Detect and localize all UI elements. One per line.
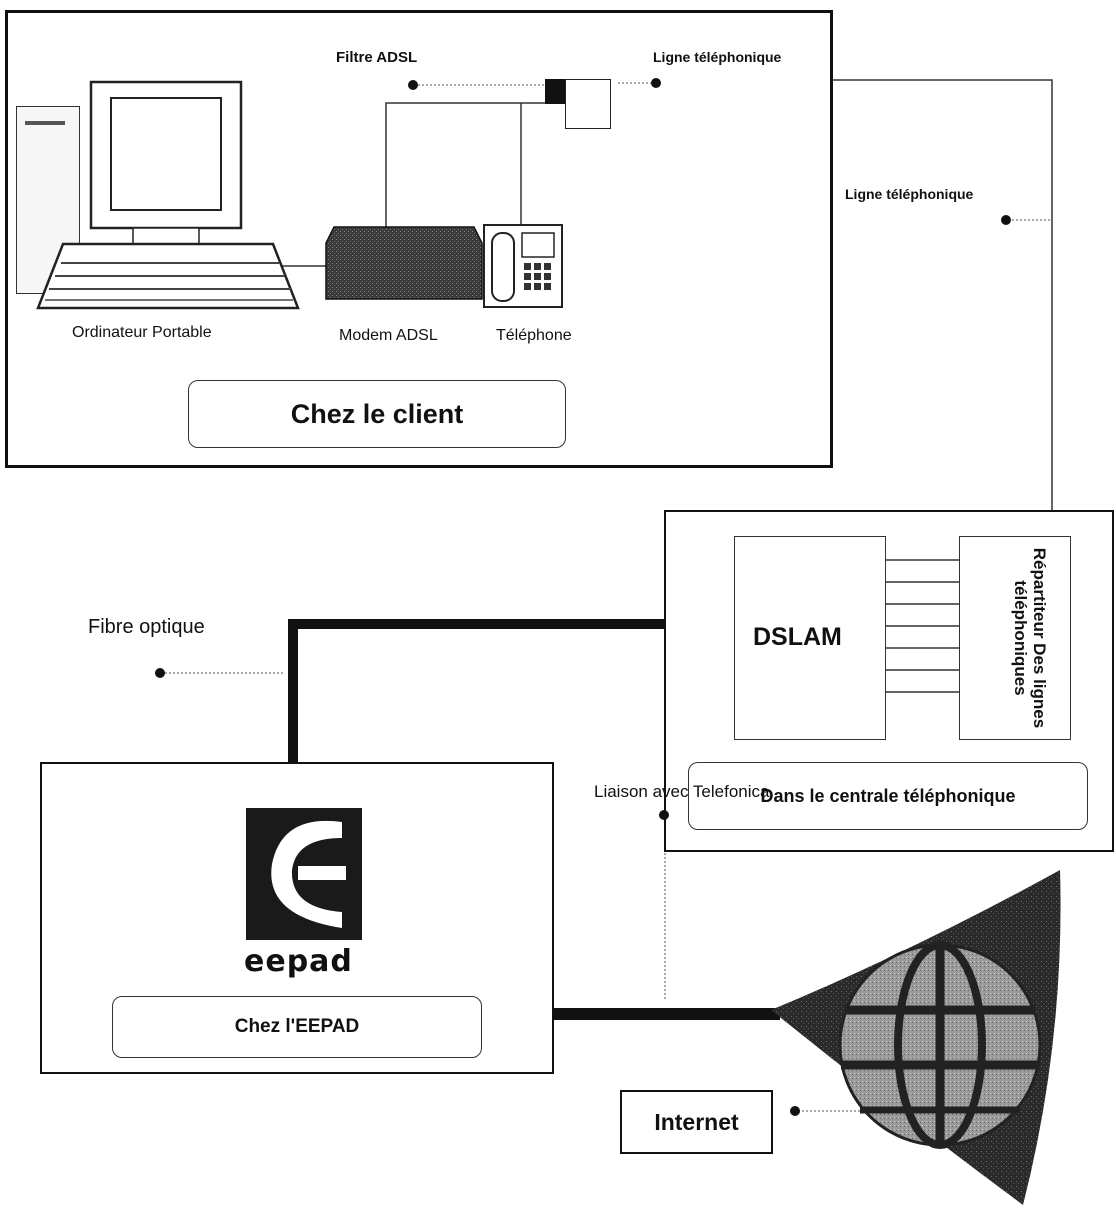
laptop-icon (36, 80, 300, 310)
line-label-right: Ligne téléphonique (845, 186, 974, 202)
filter-dot (408, 80, 418, 90)
laptop-label: Ordinateur Portable (72, 324, 212, 341)
globe-icon (771, 870, 1061, 1205)
modem-icon (325, 226, 483, 300)
eepad-box: eepad Chez l'EEPAD (40, 762, 554, 1074)
client-title: Chez le client (188, 380, 566, 448)
central-title: Dans le centrale téléphonique (688, 762, 1088, 830)
telefonica-dot (659, 810, 669, 820)
eepad-title: Chez l'EEPAD (112, 996, 482, 1058)
line-dot (651, 78, 661, 88)
client-box: Filtre ADSL Ligne téléphonique Ordinateu… (5, 10, 833, 468)
line-right-dot (1001, 215, 1011, 225)
filter-label: Filtre ADSL (336, 49, 418, 66)
adsl-filter (545, 79, 565, 104)
dslam-box: DSLAM (734, 536, 886, 740)
line-label-client: Ligne téléphonique (653, 49, 782, 65)
fibre-cable (288, 619, 734, 764)
telephone-icon (483, 224, 563, 308)
eepad-logo: eepad (242, 804, 366, 979)
internet-box: Internet (620, 1090, 773, 1154)
telefonica-label: Liaison avec Telefonica (594, 782, 770, 801)
fibre-label: Fibre optique (88, 616, 205, 638)
client-wiring (278, 82, 658, 267)
distribution-lines (886, 559, 962, 693)
internet-label: Internet (654, 1108, 739, 1135)
dslam-label: DSLAM (753, 623, 842, 651)
eepad-logo-icon (246, 808, 362, 940)
repartiteur-label: Répartiteur Des lignes téléphoniques (1011, 547, 1049, 729)
internet-dot (790, 1106, 800, 1116)
repartiteur-box: Répartiteur Des lignes téléphoniques (959, 536, 1071, 740)
phone-label: Téléphone (496, 327, 572, 344)
modem-label: Modem ADSL (339, 327, 438, 344)
eepad-logo-text: eepad (244, 944, 353, 979)
wall-socket (565, 79, 611, 129)
fibre-dot (155, 668, 165, 678)
central-box: DSLAM Répartiteur Des lignes téléphoniqu… (664, 510, 1114, 852)
